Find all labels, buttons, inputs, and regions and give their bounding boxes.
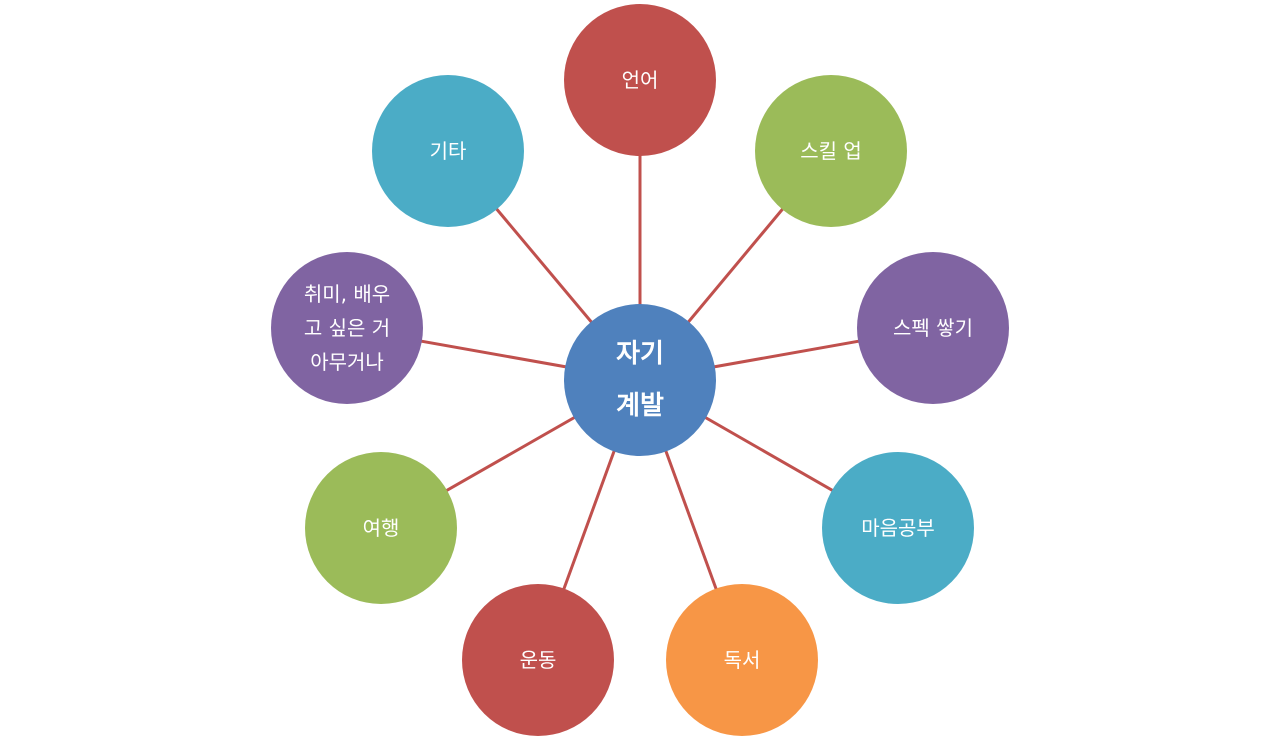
node-label: 스펙 쌓기 xyxy=(893,316,973,340)
node-label: 독서 xyxy=(723,648,761,672)
node-travel: 여행 xyxy=(305,452,457,604)
node-skill-up: 스킬 업 xyxy=(755,75,907,227)
node-mind: 마음공부 xyxy=(822,452,974,604)
node-language: 언어 xyxy=(564,4,716,156)
node-label: 기타 xyxy=(429,139,467,163)
node-hobby: 취미, 배우 고 싶은 거 아무거나 xyxy=(271,252,423,404)
node-label: 운동 xyxy=(519,648,557,672)
center-node: 자기 계발 xyxy=(564,304,716,456)
node-label: 취미, 배우 고 싶은 거 아무거나 xyxy=(303,282,391,374)
node-reading: 독서 xyxy=(666,584,818,736)
center-node-label: 자기 계발 xyxy=(616,339,664,421)
node-exercise: 운동 xyxy=(462,584,614,736)
node-spec: 스펙 쌓기 xyxy=(857,252,1009,404)
node-etc: 기타 xyxy=(372,75,524,227)
node-label: 마음공부 xyxy=(861,516,935,540)
node-label: 스킬 업 xyxy=(800,139,862,163)
node-label: 여행 xyxy=(362,516,400,540)
node-label: 언어 xyxy=(621,68,659,92)
